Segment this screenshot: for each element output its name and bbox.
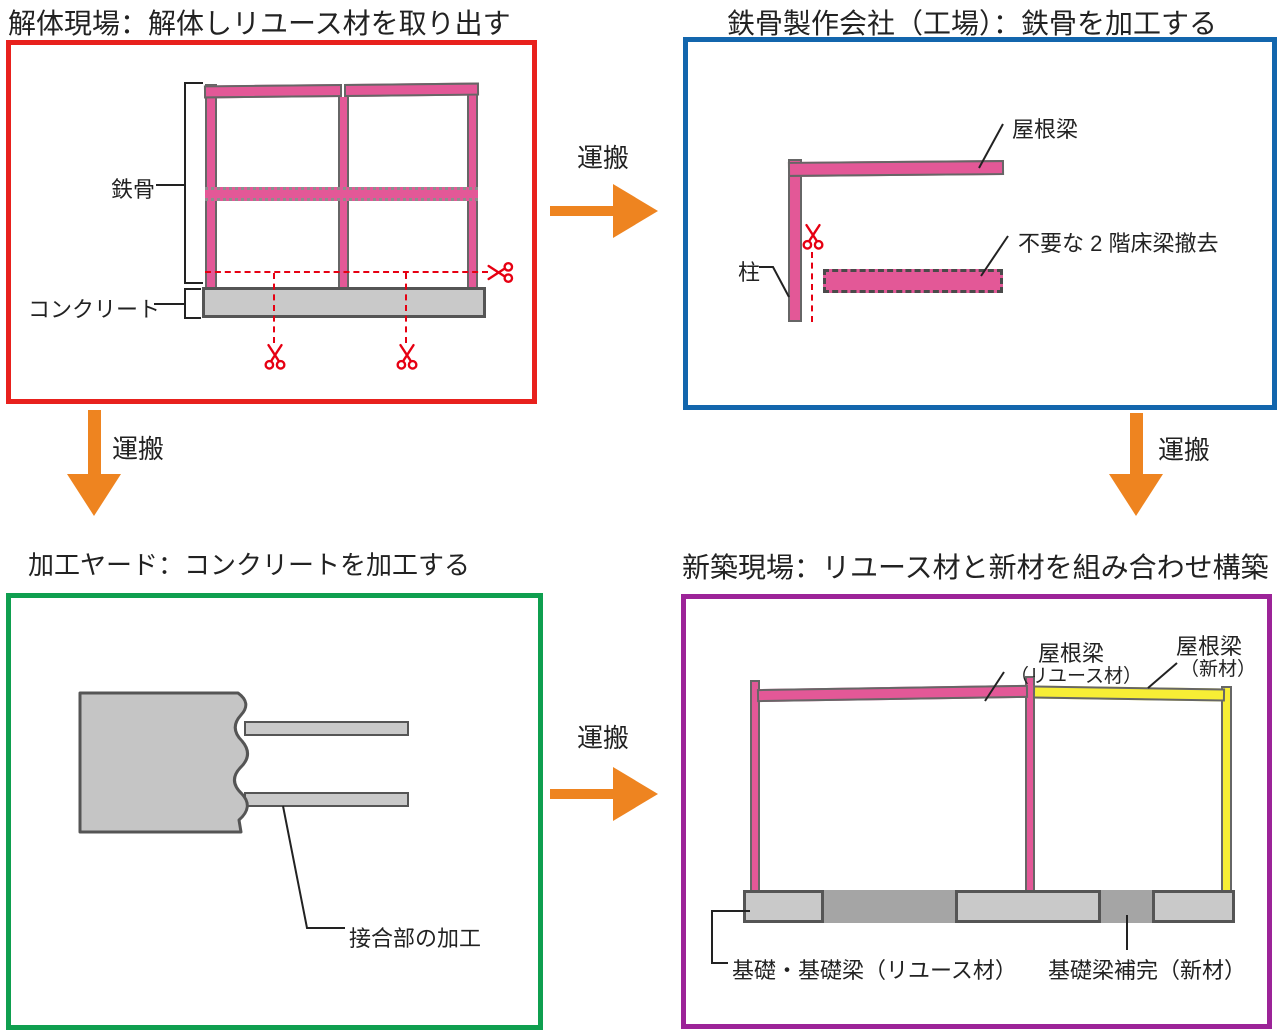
scissors-icon <box>802 223 824 250</box>
roof-new-label-line1: 屋根梁 <box>1176 634 1243 659</box>
new-column-right <box>1221 686 1232 893</box>
arrow-to-factory-head <box>613 184 658 238</box>
scissors-icon <box>487 261 514 284</box>
factory-panel-title: 鉄骨製作会社（工場）：鉄骨を加工する <box>727 8 1218 39</box>
concrete-slab <box>202 287 486 318</box>
roof-reuse-label-line2: （リユース材） <box>1010 666 1143 687</box>
roof-beam-joint <box>340 84 346 97</box>
demolition-panel <box>6 40 537 404</box>
transport-label-bottom: 運搬 <box>577 723 630 753</box>
arrow-to-site-bottom-head <box>613 767 658 821</box>
steel-floor-beam <box>205 187 478 201</box>
transport-label-left: 運搬 <box>112 434 165 464</box>
reuse-column-middle <box>1025 676 1035 893</box>
factory-roof-beam <box>787 160 1005 177</box>
foundation-dark-segment-2 <box>1098 890 1155 923</box>
steel-label: 鉄骨 <box>111 177 156 202</box>
new-site-panel-title: 新築現場：リユース材と新材を組み合わせ構築 <box>682 552 1269 583</box>
demolition-panel-title: 解体現場：解体しリユース材を取り出す <box>8 8 511 39</box>
rebar-bottom <box>244 792 409 807</box>
foundation-reuse-label: 基礎・基礎梁（リユース材） <box>732 958 1017 983</box>
factory-cut-line <box>811 252 813 322</box>
joint-label: 接合部の加工 <box>349 926 482 951</box>
concrete-block <box>78 691 249 834</box>
yard-panel-title: 加工ヤード：コンクリートを加工する <box>28 550 471 580</box>
concrete-label: コンクリート <box>28 297 161 322</box>
arrow-to-site-bottom-shaft <box>550 789 614 799</box>
roof-new-label-line2: （新材） <box>1180 659 1257 680</box>
scissors-icon <box>264 343 286 370</box>
foundation-new-label: 基礎梁補完（新材） <box>1048 958 1247 983</box>
transport-label-top: 運搬 <box>577 143 630 173</box>
factory-column <box>788 159 802 322</box>
factory-panel <box>683 37 1277 410</box>
cut-line-horizontal <box>205 271 488 273</box>
cut-line-vertical-right <box>405 273 407 343</box>
foundation-slab <box>743 890 1235 923</box>
foundation-dark-segment-1 <box>821 890 958 923</box>
arrow-to-site-right-head <box>1109 474 1163 516</box>
arrow-to-yard-shaft <box>88 410 101 475</box>
roof-beam-label: 屋根梁 <box>1012 117 1079 142</box>
removed-floor-beam <box>823 269 1003 293</box>
reuse-column-left <box>750 680 760 893</box>
arrow-to-yard-head <box>67 474 121 516</box>
arrow-to-site-right-shaft <box>1130 413 1143 475</box>
rebar-top <box>244 721 409 736</box>
transport-label-right: 運搬 <box>1158 435 1211 465</box>
cut-line-vertical-left <box>273 273 275 343</box>
arrow-to-factory-shaft <box>550 206 614 216</box>
roof-reuse-label-line1: 屋根梁 <box>1038 641 1105 666</box>
column-label: 柱 <box>738 260 761 285</box>
remove-beam-label: 不要な 2 階床梁撤去 <box>1018 231 1219 256</box>
scissors-icon <box>396 343 418 370</box>
